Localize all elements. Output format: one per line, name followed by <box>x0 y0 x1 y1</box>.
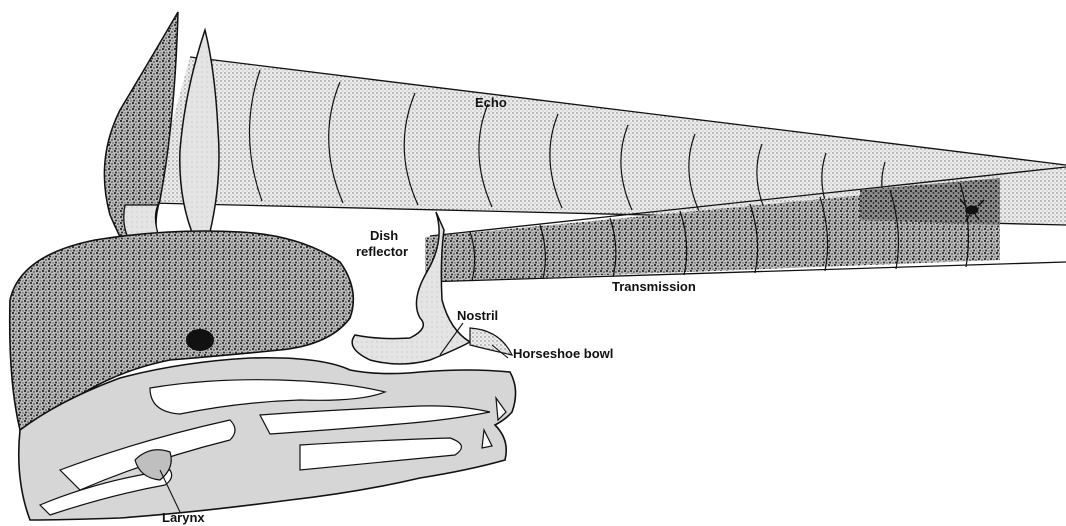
label-nostril: Nostril <box>457 308 498 323</box>
label-dish-line1: Dish <box>370 228 398 243</box>
label-echo: Echo <box>475 95 507 110</box>
eye-icon <box>186 329 214 351</box>
label-dish-line2: reflector <box>356 244 408 259</box>
label-larynx: Larynx <box>162 510 205 525</box>
label-transmission: Transmission <box>612 279 696 294</box>
horseshoe-bowl <box>470 328 512 355</box>
label-horseshoe-bowl: Horseshoe bowl <box>513 346 613 361</box>
